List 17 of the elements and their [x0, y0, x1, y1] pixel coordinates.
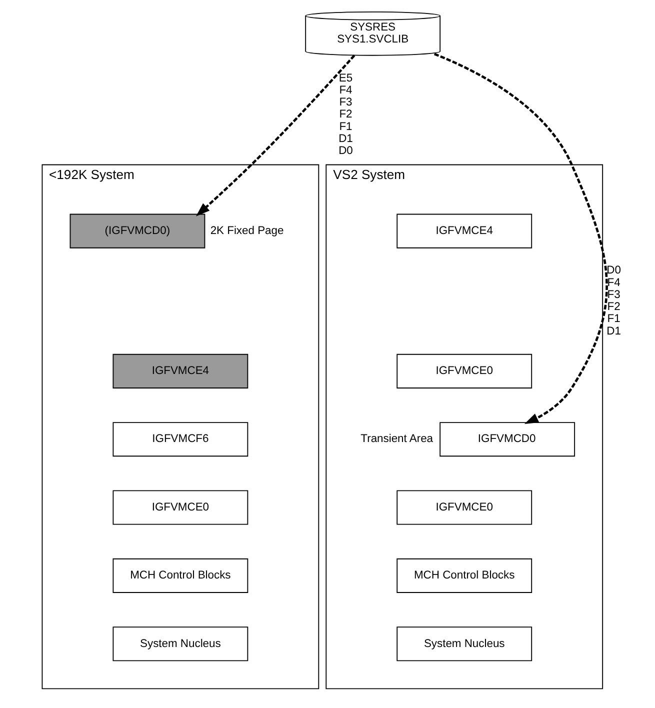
node-box: IGFVMCD0 — [439, 422, 575, 457]
node-label: 2K Fixed Page — [210, 224, 284, 237]
node-box: IGFVMCE0 — [396, 354, 532, 388]
arrow — [433, 52, 608, 424]
node-box: IGFVMCE0 — [112, 490, 248, 525]
node-box: IGFVMCE0 — [396, 490, 532, 525]
node-box: IGFVMCE4 — [112, 354, 248, 388]
edge-label: E5 F4 F3 F2 F1 D1 D0 — [338, 72, 352, 158]
node-box: MCH Control Blocks — [396, 558, 532, 593]
node-label: Transient Area — [360, 433, 433, 446]
node-box: System Nucleus — [112, 626, 248, 662]
node-box: IGFVMCE4 — [396, 214, 532, 248]
node-box: IGFVMCF6 — [112, 422, 248, 457]
arrow — [195, 54, 355, 216]
edge-label: D0 F4 F3 F2 F1 D1 — [606, 264, 620, 338]
node-box: System Nucleus — [396, 626, 532, 662]
node-box: MCH Control Blocks — [112, 558, 248, 593]
